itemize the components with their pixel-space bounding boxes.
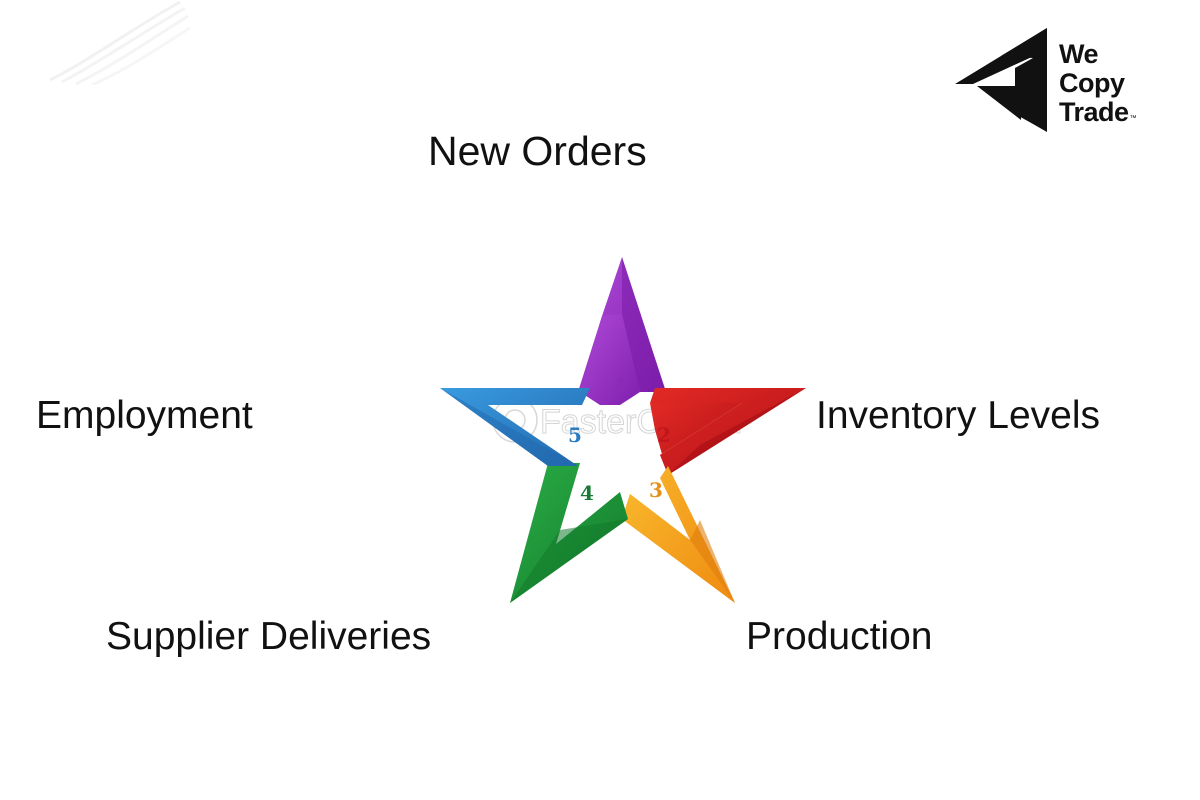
star-arm-3 [622,466,735,603]
star-arm-4 [510,463,628,603]
label-inventory-levels: Inventory Levels [816,394,1100,437]
star-number-5: 5 [568,423,582,447]
logo-word-we: We [1059,39,1099,69]
logo-trademark: ™ [1129,115,1137,122]
label-new-orders: New Orders [428,128,647,174]
corner-swoosh-decoration [49,0,190,85]
label-production: Production [746,615,933,658]
star-number-4: 4 [580,481,594,505]
label-employment: Employment [36,394,253,437]
logo-word-copy: Copy [1059,68,1125,98]
star-number-2: 2 [657,423,671,447]
label-supplier-deliveries: Supplier Deliveries [106,615,432,658]
star-arm-1 [578,257,666,405]
logo-mark-icon [955,28,1047,132]
star-arm-5 [440,388,590,466]
logo-word-trade: Trade [1059,97,1129,127]
we-copy-trade-logo: We Copy Trade™ [955,28,1170,138]
logo-wordmark: We Copy Trade™ [1059,39,1137,127]
star-number-3: 3 [649,478,663,502]
star-arm-2 [650,388,806,475]
star-number-1: 1 [614,373,628,397]
